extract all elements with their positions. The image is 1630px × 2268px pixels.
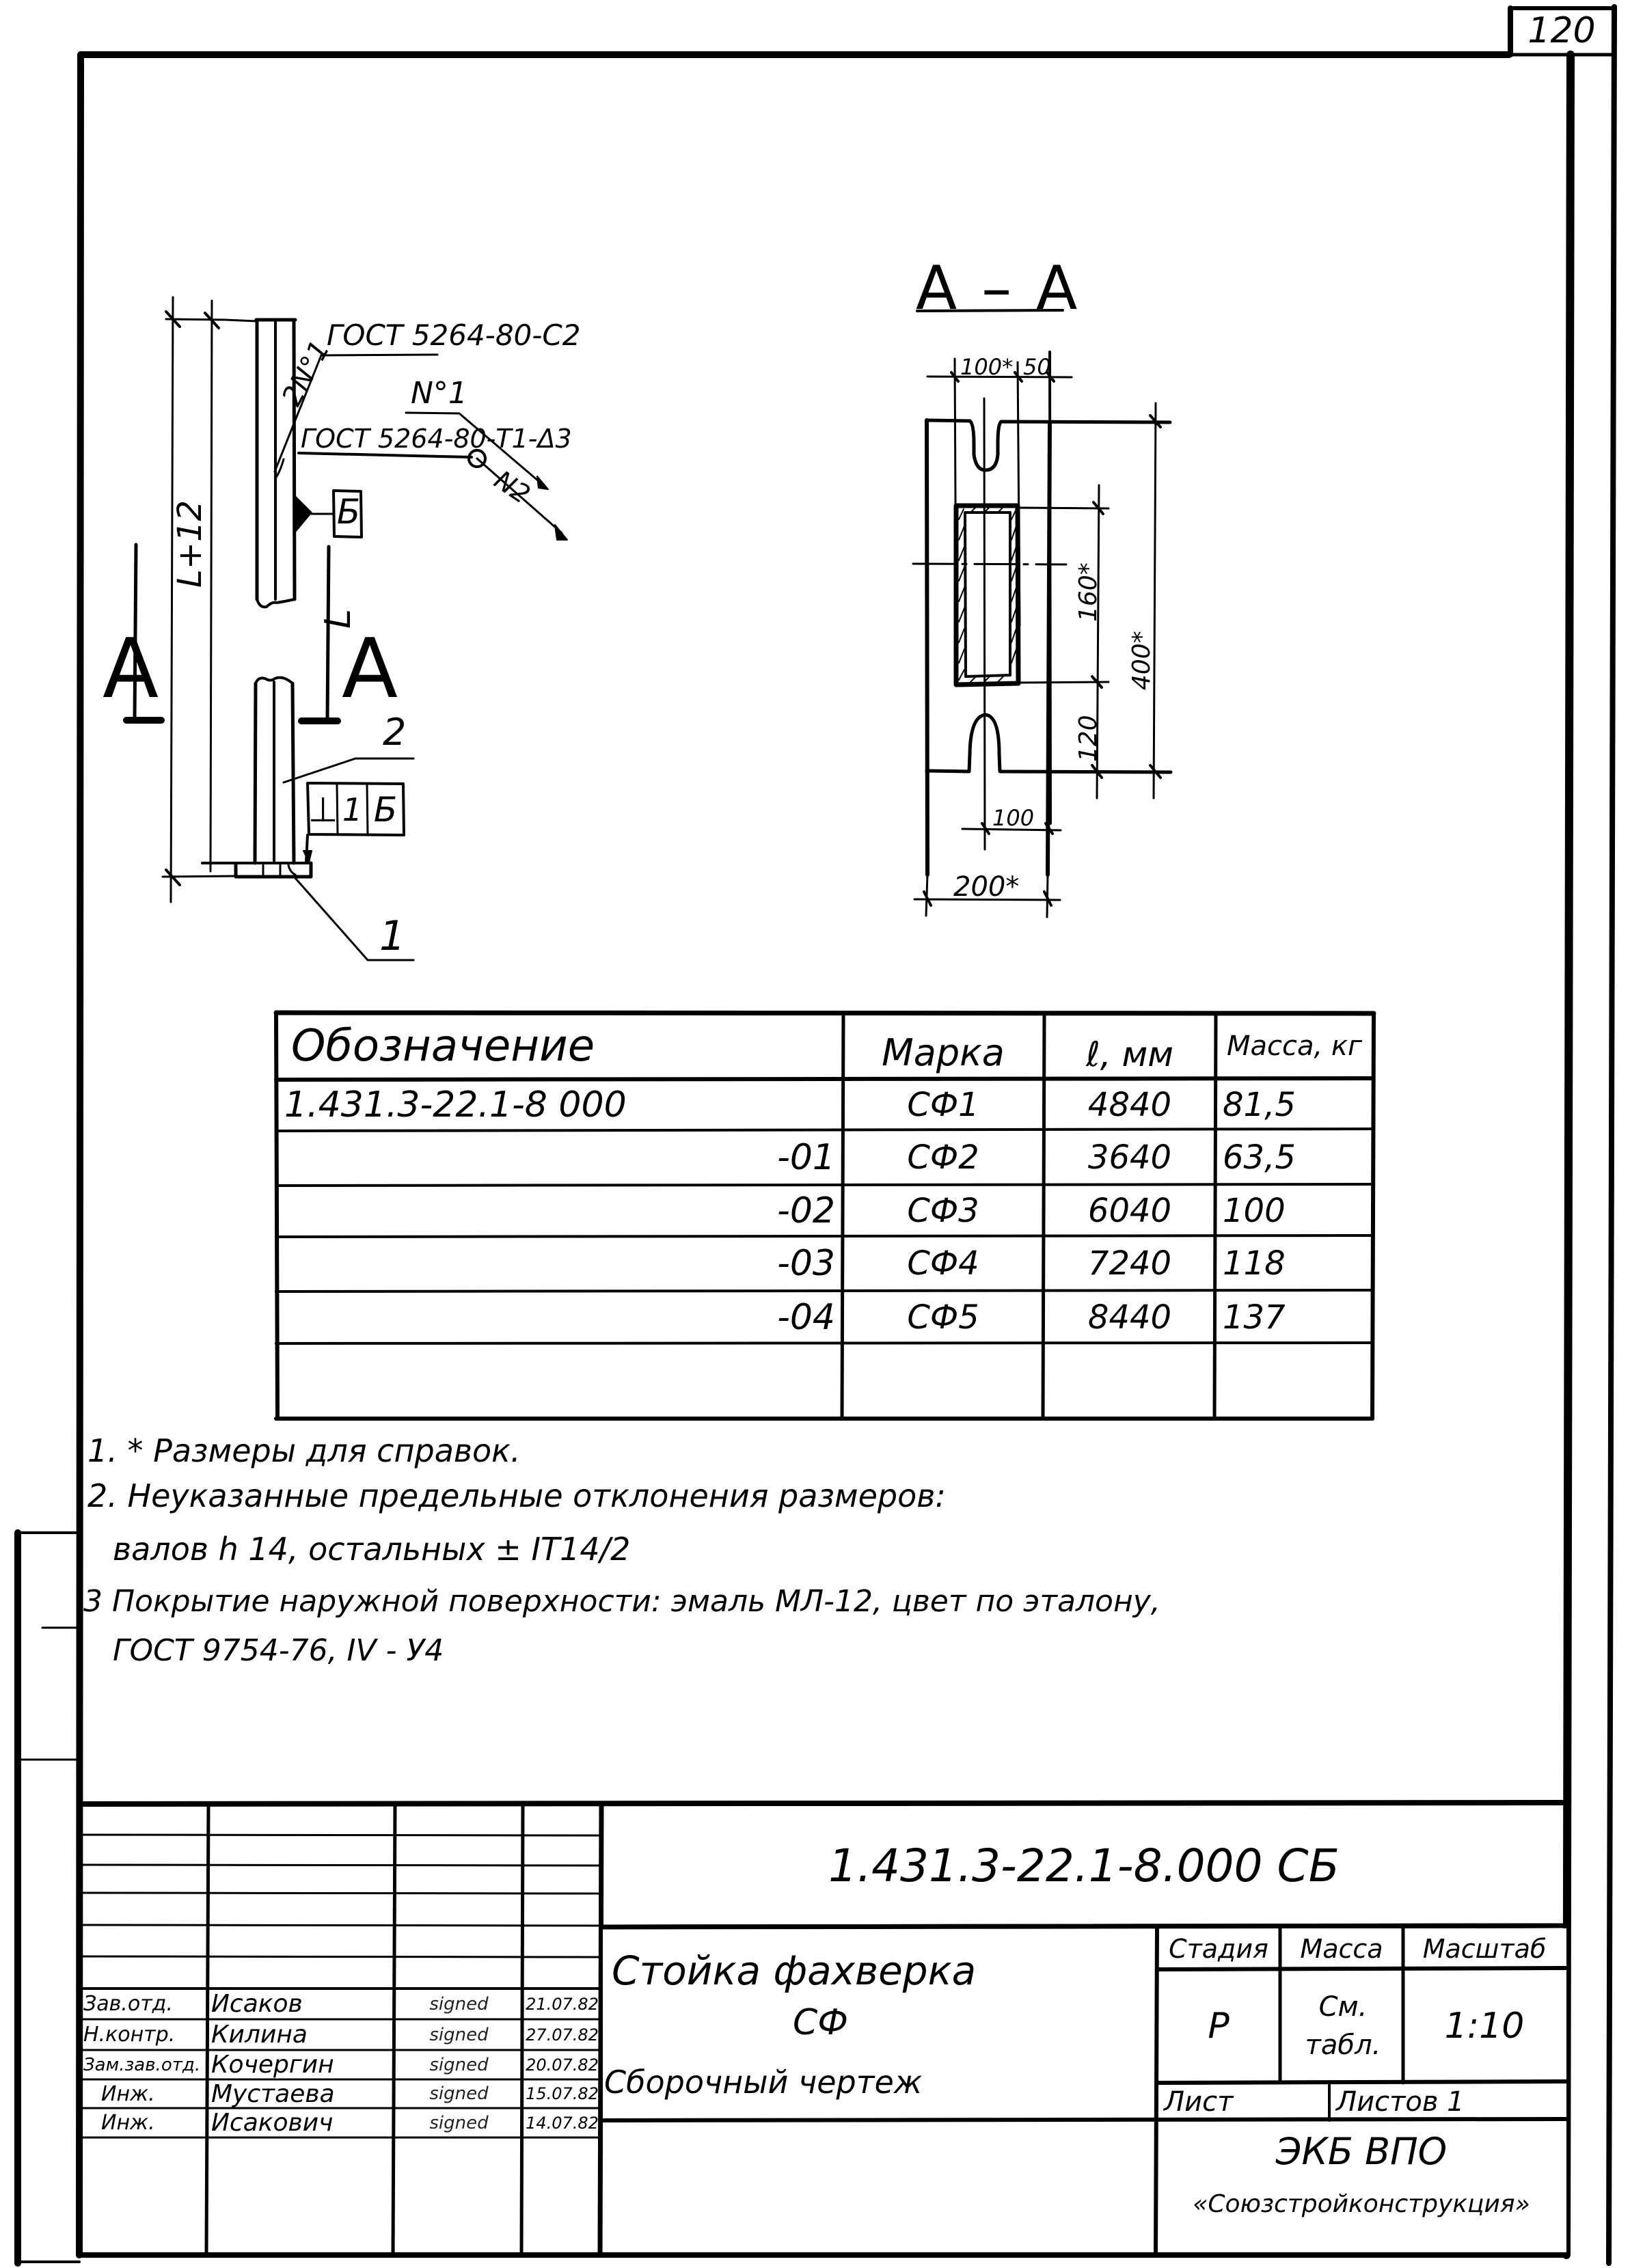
document-code: 1.431.3-22.1-8.000 СБ <box>828 1839 1340 1892</box>
signature-mark: signed <box>429 2054 489 2075</box>
stage-value: Р <box>1208 2006 1230 2047</box>
signature-role: Зав.отд. <box>83 1992 173 2016</box>
signature-mark: signed <box>429 2024 489 2045</box>
spec-row-designation: -02 <box>777 1190 835 1231</box>
organization-name: ЭКБ ВПО <box>1275 2129 1448 2173</box>
signature-name: Мустаева <box>211 2079 335 2108</box>
tolerance-value: 1 <box>342 791 363 828</box>
signature-date: 20.07.82 <box>526 2055 599 2075</box>
scale-header-label: Масштаб <box>1422 1934 1547 1964</box>
spec-row-mass: 118 <box>1223 1244 1286 1283</box>
mass-header-label: Масса <box>1300 1934 1383 1964</box>
product-name-text: Стойка фахверка <box>612 1948 977 1994</box>
note-3-continuation: ГОСТ 9754-76, IV - У4 <box>113 1633 444 1668</box>
spec-row-mass: 63,5 <box>1223 1138 1296 1177</box>
spec-header-designation: Обозначение <box>291 1021 595 1071</box>
section-title: А – А <box>916 253 1081 323</box>
spec-row-mark: СФ4 <box>907 1244 979 1283</box>
title-block-lower-panel <box>603 1928 1566 2255</box>
spec-row-mass: 137 <box>1223 1298 1286 1337</box>
dim-top-width-a: 100* <box>960 354 1014 380</box>
signature-mark: signed <box>429 2112 489 2133</box>
note-3: 3 Покрытие наружной поверхности: эмаль М… <box>83 1584 1160 1619</box>
spec-row-length: 3640 <box>1087 1138 1172 1177</box>
drawing-type-text: Сборочный чертеж <box>604 2064 923 2101</box>
weld-standard-label-2: ГОСТ 5264-80-Т1-Δ3 <box>301 424 572 454</box>
note-1: 1. * Размеры для справок. <box>87 1432 521 1469</box>
signature-role: Инж. <box>101 2111 155 2135</box>
spec-row-mark: СФ2 <box>907 1138 979 1177</box>
spec-row-length: 7240 <box>1087 1244 1172 1283</box>
product-code-text: СФ <box>793 2002 849 2043</box>
weld-number-label: N°1 <box>411 376 467 411</box>
organization-subtitle: «Союзстройконструкция» <box>1193 2189 1530 2218</box>
signature-mark: signed <box>429 2083 489 2104</box>
signature-name: Исакович <box>211 2109 334 2137</box>
spec-row-mass: 81,5 <box>1223 1085 1296 1124</box>
spec-row-designation: -03 <box>777 1243 835 1284</box>
datum-label: Б <box>336 492 361 532</box>
signature-name: Кочергин <box>211 2051 334 2079</box>
dim-top-width-b: 50 <box>1023 354 1051 380</box>
section-cut-label-left: А <box>103 622 159 717</box>
spec-row-mark: СФ3 <box>907 1192 979 1230</box>
dim-bottom-inner: 100 <box>992 805 1035 831</box>
section-cut-label-right: А <box>342 622 398 717</box>
signature-date: 21.07.82 <box>526 1994 599 2014</box>
part-callout-2: 2 <box>383 711 407 754</box>
spec-row-mark: СФ5 <box>907 1298 979 1337</box>
spec-header-mark: Марка <box>882 1031 1005 1074</box>
sheet-number: 120 <box>1527 10 1596 51</box>
signature-mark: signed <box>429 1993 489 2014</box>
signature-date: 14.07.82 <box>526 2113 599 2133</box>
dim-bottom-width: 200* <box>953 871 1020 903</box>
signature-name: Исаков <box>211 1990 303 2018</box>
note-2-continuation: валов h 14, остальных ± IT14/2 <box>113 1531 631 1568</box>
spec-row-length: 6040 <box>1087 1192 1172 1230</box>
part-callout-1: 1 <box>379 912 406 960</box>
tolerance-symbol-perpendicularity: ⊥ <box>308 790 338 830</box>
spec-row-mark: СФ1 <box>907 1085 979 1124</box>
signature-role: Инж. <box>101 2081 155 2106</box>
signature-role: Зам.зав.отд. <box>83 2054 201 2075</box>
spec-row-designation: -04 <box>777 1297 835 1338</box>
signature-name: Килина <box>211 2021 308 2049</box>
spec-header-mass: Масса, кг <box>1226 1030 1363 1062</box>
stage-header-label: Стадия <box>1169 1934 1268 1964</box>
spec-row-mass: 100 <box>1223 1192 1286 1230</box>
signature-role: Н.контр. <box>83 2023 176 2047</box>
scale-value: 1:10 <box>1444 2006 1525 2047</box>
weld-standard-label-1: ГОСТ 5264-80-С2 <box>327 318 581 352</box>
spec-row-length: 8440 <box>1087 1298 1172 1337</box>
sheets-count-label: Листов 1 <box>1336 2086 1465 2118</box>
sheet-label: Лист <box>1164 2086 1234 2118</box>
spec-row-designation: 1.431.3-22.1-8 000 <box>284 1084 627 1125</box>
spec-header-length: ℓ, мм <box>1086 1035 1173 1074</box>
signature-date: 15.07.82 <box>526 2084 599 2103</box>
note-2: 2. Неуказанные предельные отклонения раз… <box>87 1477 946 1514</box>
mass-value: См. табл. <box>1305 1991 1381 2061</box>
signature-date: 27.07.82 <box>526 2025 599 2045</box>
spec-row-length: 4840 <box>1087 1085 1172 1124</box>
tolerance-datum: Б <box>373 790 398 830</box>
spec-row-designation: -01 <box>777 1137 835 1178</box>
